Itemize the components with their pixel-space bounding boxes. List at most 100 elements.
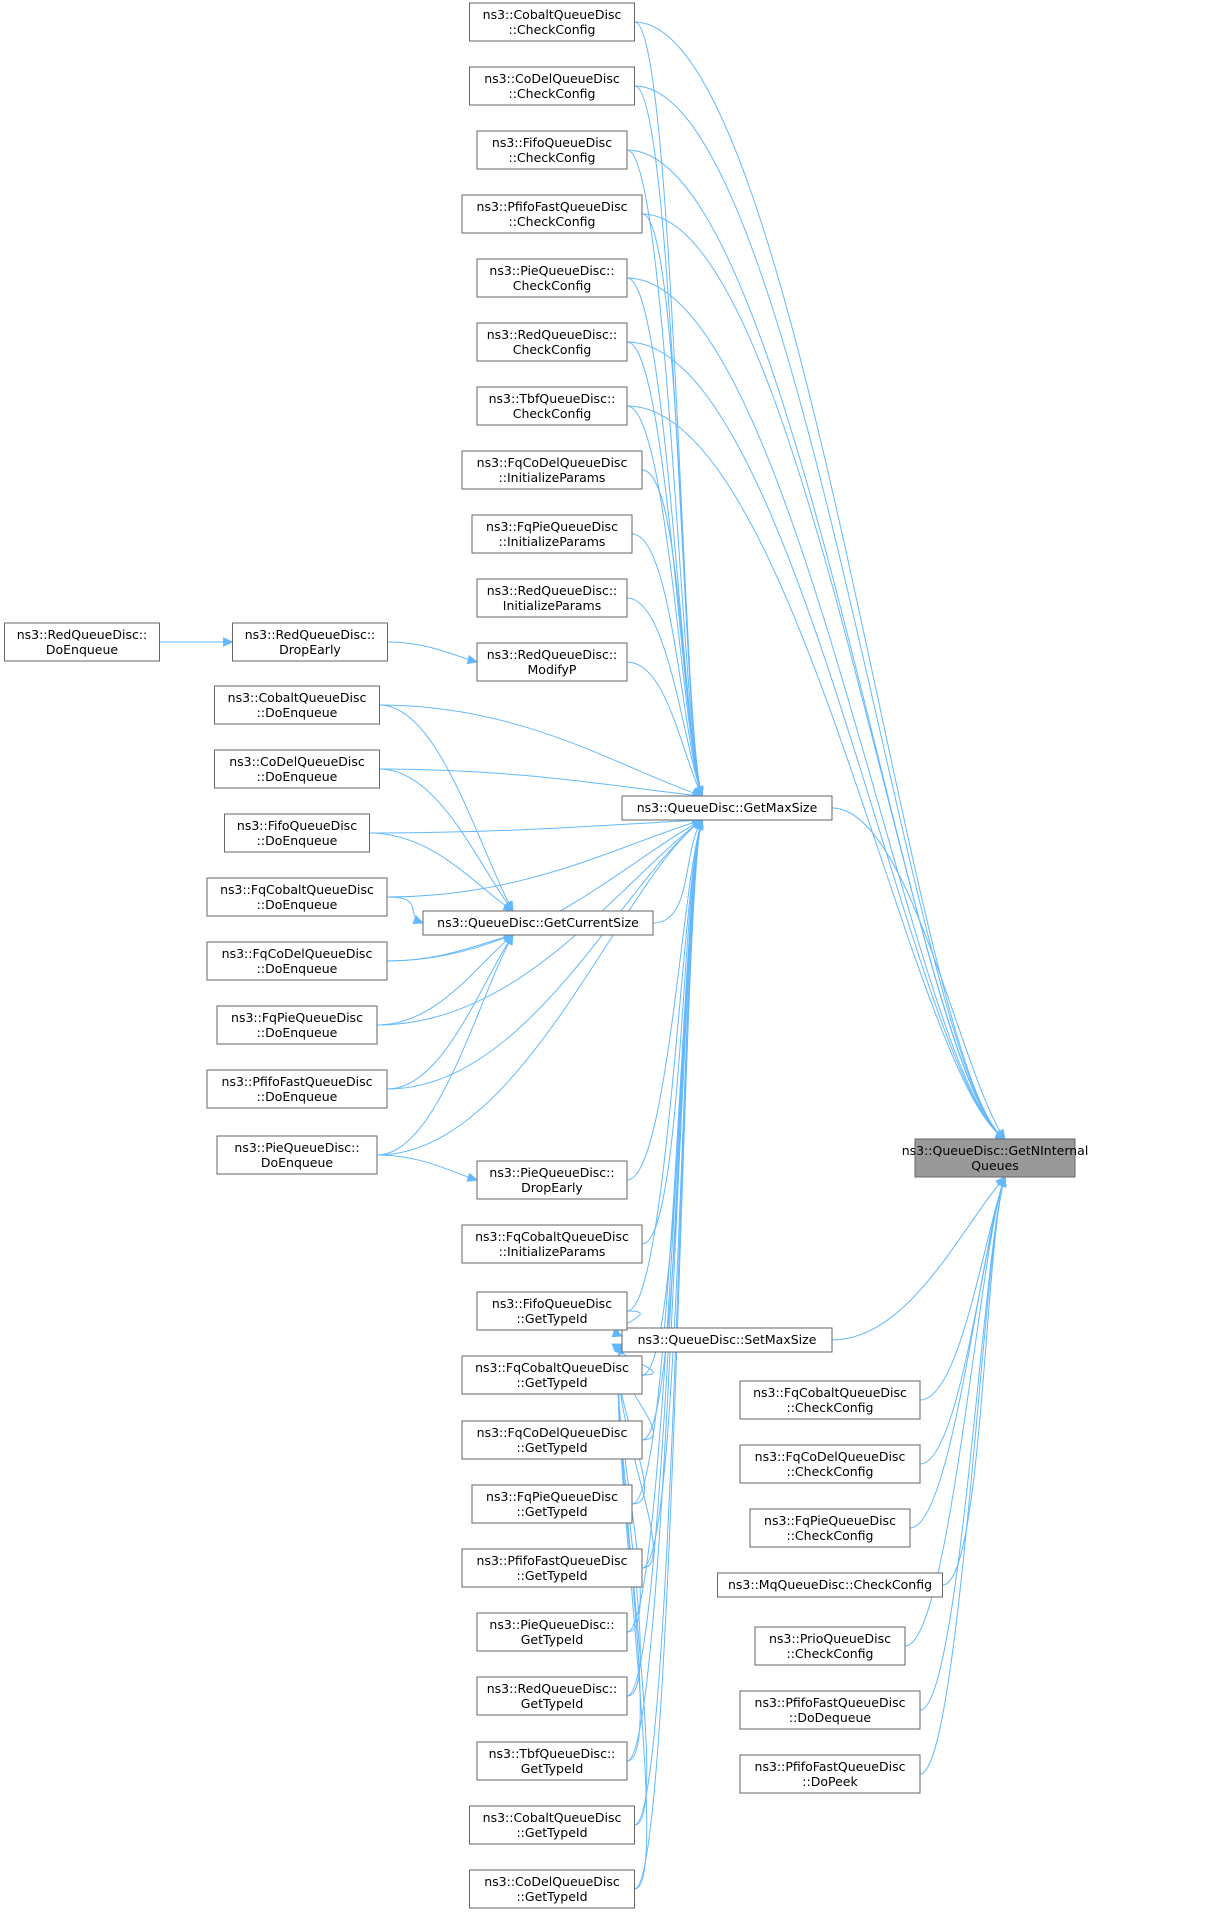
node-label: ::CheckConfig	[509, 214, 596, 229]
node-label: ::InitializeParams	[499, 470, 606, 485]
edge-line	[626, 405, 1006, 1140]
edge-line	[376, 819, 703, 1156]
edge-line	[641, 213, 703, 797]
node-pfifo-deq[interactable]: ns3::PfifoFastQueueDisc::DoDequeue	[739, 1690, 921, 1730]
node-pfifo-enq[interactable]: ns3::PfifoFastQueueDisc::DoEnqueue	[206, 1069, 388, 1109]
node-box	[621, 795, 833, 821]
node-box	[461, 1355, 643, 1395]
node-box	[214, 749, 380, 789]
node-red-doenqueue[interactable]: ns3::RedQueueDisc::DoEnqueue	[4, 622, 160, 662]
edge-pfifo-peek-to-target	[919, 1175, 1007, 1775]
node-codel-enq[interactable]: ns3::CoDelQueueDisc::DoEnqueue	[214, 749, 380, 789]
node-label: ns3::FqPieQueueDisc	[231, 1010, 363, 1025]
node-codel-gti[interactable]: ns3::CoDelQueueDisc::GetTypeId	[469, 1869, 635, 1909]
edge-line	[379, 768, 514, 912]
edge-fqcodel-enq-to-getcurrentsize	[386, 932, 515, 962]
node-pfifo-check[interactable]: ns3::PfifoFastQueueDisc::CheckConfig	[461, 194, 643, 234]
node-pie-gti[interactable]: ns3::PieQueueDisc::GetTypeId	[476, 1612, 628, 1652]
node-tbf-check[interactable]: ns3::TbfQueueDisc::CheckConfig	[476, 386, 628, 426]
node-red-gti[interactable]: ns3::RedQueueDisc::GetTypeId	[476, 1676, 628, 1716]
node-box	[461, 194, 643, 234]
node-fqpie-enq[interactable]: ns3::FqPieQueueDisc::DoEnqueue	[216, 1005, 378, 1045]
node-label: ns3::FqCoDelQueueDisc	[477, 455, 628, 470]
node-label: ::GetTypeId	[516, 1504, 587, 1519]
edge-line	[626, 149, 703, 797]
node-box	[476, 1291, 628, 1331]
node-cobalt-enq[interactable]: ns3::CobaltQueueDisc::DoEnqueue	[214, 685, 380, 725]
node-red-init[interactable]: ns3::RedQueueDisc::InitializeParams	[476, 578, 628, 618]
node-label: ns3::RedQueueDisc::	[487, 583, 618, 598]
arrowhead	[223, 637, 234, 647]
node-getmaxsize[interactable]: ns3::QueueDisc::GetMaxSize	[621, 795, 833, 821]
node-fqpie-gti[interactable]: ns3::FqPieQueueDisc::GetTypeId	[471, 1484, 633, 1524]
node-setmaxsize[interactable]: ns3::QueueDisc::SetMaxSize	[621, 1327, 833, 1353]
node-red-modifyp[interactable]: ns3::RedQueueDisc::ModifyP	[476, 642, 628, 682]
node-box	[476, 258, 628, 298]
node-cobalt-check[interactable]: ns3::CobaltQueueDisc::CheckConfig	[469, 2, 635, 42]
node-label: ns3::QueueDisc::GetMaxSize	[637, 800, 818, 815]
node-label: ns3::QueueDisc::GetCurrentSize	[437, 915, 639, 930]
node-box	[461, 1420, 643, 1460]
node-fqcobalt-init[interactable]: ns3::FqCobaltQueueDisc::InitializeParams	[461, 1224, 643, 1264]
edge-fqcodel-enq-to-getmaxsize	[386, 819, 704, 962]
node-codel-check[interactable]: ns3::CoDelQueueDisc::CheckConfig	[469, 66, 635, 106]
node-box	[422, 910, 654, 936]
node-label: DropEarly	[521, 1180, 583, 1195]
node-pie-enq[interactable]: ns3::PieQueueDisc::DoEnqueue	[216, 1135, 378, 1175]
node-box	[461, 1224, 643, 1264]
node-label: ::DoEnqueue	[257, 961, 338, 976]
node-mq-check[interactable]: ns3::MqQueueDisc::CheckConfig	[717, 1572, 943, 1598]
node-label: ns3::PfifoFastQueueDisc	[755, 1759, 906, 1774]
node-box	[214, 685, 380, 725]
node-red-dropearly[interactable]: ns3::RedQueueDisc::DropEarly	[232, 622, 388, 662]
node-box	[4, 622, 160, 662]
node-fqcodel-enq[interactable]: ns3::FqCoDelQueueDisc::DoEnqueue	[206, 941, 388, 981]
edge-pfifo-enq-to-getcurrentsize	[386, 933, 514, 1090]
node-box	[739, 1444, 921, 1484]
edge-line	[626, 597, 703, 797]
edge-line	[919, 1176, 1006, 1401]
node-label: CheckConfig	[513, 278, 592, 293]
edge-line	[831, 1176, 1006, 1341]
node-pie-dropearly[interactable]: ns3::PieQueueDisc::DropEarly	[476, 1160, 628, 1200]
node-pie-check[interactable]: ns3::PieQueueDisc::CheckConfig	[476, 258, 628, 298]
node-cobalt-gti[interactable]: ns3::CobaltQueueDisc::GetTypeId	[469, 1805, 635, 1845]
node-label: DoEnqueue	[46, 642, 119, 657]
edge-line	[631, 533, 703, 797]
edge-line	[641, 469, 703, 797]
node-pfifo-gti[interactable]: ns3::PfifoFastQueueDisc::GetTypeId	[461, 1548, 643, 1588]
node-box	[476, 386, 628, 426]
node-fqcobalt-check[interactable]: ns3::FqCobaltQueueDisc::CheckConfig	[739, 1380, 921, 1420]
edge-line	[387, 641, 478, 663]
edge-fifo-gti-to-setmaxsize	[611, 1310, 641, 1338]
edge-fifo-enq-to-getcurrentsize	[369, 832, 515, 912]
node-fqcodel-check[interactable]: ns3::FqCoDelQueueDisc::CheckConfig	[739, 1444, 921, 1484]
node-label: ns3::RedQueueDisc::	[487, 647, 618, 662]
node-label: ::GetTypeId	[516, 1568, 587, 1583]
node-label: ns3::QueueDisc::SetMaxSize	[638, 1332, 817, 1347]
node-fifo-enq[interactable]: ns3::FifoQueueDisc::DoEnqueue	[224, 813, 370, 853]
node-box	[461, 1548, 643, 1588]
node-fqpie-check[interactable]: ns3::FqPieQueueDisc::CheckConfig	[749, 1508, 911, 1548]
node-box	[476, 130, 628, 170]
node-fifo-check[interactable]: ns3::FifoQueueDisc::CheckConfig	[476, 130, 628, 170]
node-label: ns3::CoDelQueueDisc	[229, 754, 365, 769]
node-red-check[interactable]: ns3::RedQueueDisc::CheckConfig	[476, 322, 628, 362]
node-fqcodel-init[interactable]: ns3::FqCoDelQueueDisc::InitializeParams	[461, 450, 643, 490]
node-fqpie-init[interactable]: ns3::FqPieQueueDisc::InitializeParams	[471, 514, 633, 554]
node-fqcobalt-enq[interactable]: ns3::FqCobaltQueueDisc::DoEnqueue	[206, 877, 388, 917]
edge-line	[376, 934, 514, 1156]
node-box	[469, 1869, 635, 1909]
node-prio-check[interactable]: ns3::PrioQueueDisc::CheckConfig	[754, 1626, 906, 1666]
node-box	[476, 322, 628, 362]
node-getcurrentsize[interactable]: ns3::QueueDisc::GetCurrentSize	[422, 910, 654, 936]
node-pfifo-peek[interactable]: ns3::PfifoFastQueueDisc::DoPeek	[739, 1754, 921, 1794]
node-box	[476, 1160, 628, 1200]
node-fqcobalt-gti[interactable]: ns3::FqCobaltQueueDisc::GetTypeId	[461, 1355, 643, 1395]
node-label: Queues	[971, 1158, 1019, 1173]
edge-line	[904, 1176, 1006, 1647]
node-tbf-gti[interactable]: ns3::TbfQueueDisc::GetTypeId	[476, 1741, 628, 1781]
node-fqcodel-gti[interactable]: ns3::FqCoDelQueueDisc::GetTypeId	[461, 1420, 643, 1460]
node-fifo-gti[interactable]: ns3::FifoQueueDisc::GetTypeId	[476, 1291, 628, 1331]
